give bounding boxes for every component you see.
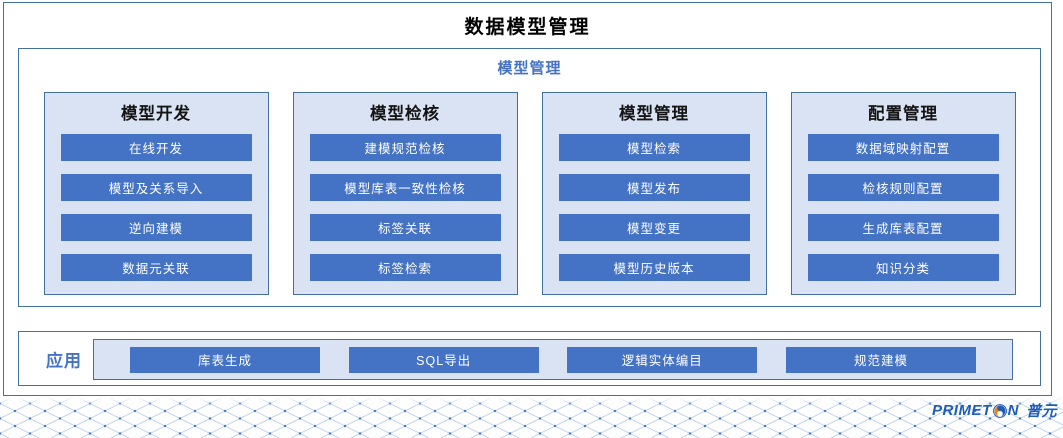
primeton-logo-icon <box>992 403 1007 418</box>
logo-text-prefix: PRIMET <box>931 402 992 419</box>
module-item: 数据域映射配置 <box>807 134 999 161</box>
module-item: 模型及关系导入 <box>60 174 252 201</box>
footer: PRIMET N 普元 <box>0 396 1063 438</box>
logo-text-suffix: N <box>1007 402 1019 419</box>
application-section: 应用 库表生成 SQL导出 逻辑实体编目 规范建模 <box>18 331 1041 386</box>
application-item: 规范建模 <box>785 346 976 373</box>
module-item: 模型库表一致性检核 <box>309 174 501 201</box>
model-management-label: 模型管理 <box>497 60 562 77</box>
application-label: 应用 <box>46 351 82 370</box>
application-item: SQL导出 <box>348 346 539 373</box>
application-item: 库表生成 <box>130 346 320 373</box>
module-item: 模型变更 <box>558 214 750 241</box>
model-management-section: 模型管理 模型开发 在线开发 模型及关系导入 逆向建模 数据元关联 模型检核 建… <box>18 48 1041 307</box>
module-item: 在线开发 <box>60 134 252 161</box>
data-model-management-frame: 数据模型管理 模型管理 模型开发 在线开发 模型及关系导入 逆向建模 数据元关联… <box>3 2 1052 396</box>
application-tray: 库表生成 SQL导出 逻辑实体编目 规范建模 <box>93 339 1013 380</box>
panel-model-management: 模型管理 模型检索 模型发布 模型变更 模型历史版本 <box>541 92 767 295</box>
module-item: 检核规则配置 <box>807 174 999 201</box>
module-item: 模型发布 <box>558 174 750 201</box>
panel-model-check: 模型检核 建模规范检核 模型库表一致性检核 标签关联 标签检索 <box>292 92 518 295</box>
module-item: 标签检索 <box>309 254 501 281</box>
primeton-logo: PRIMET N 普元 <box>932 400 1057 421</box>
application-item: 逻辑实体编目 <box>567 346 758 373</box>
module-item: 生成库表配置 <box>807 214 999 241</box>
module-item: 标签关联 <box>309 214 501 241</box>
module-item: 模型检索 <box>558 134 750 161</box>
panel-model-development: 模型开发 在线开发 模型及关系导入 逆向建模 数据元关联 <box>43 92 269 295</box>
network-mesh-graphic <box>0 396 1063 438</box>
module-item: 数据元关联 <box>60 254 252 281</box>
panel-header: 配置管理 <box>868 105 938 123</box>
panel-header: 模型检核 <box>370 105 440 123</box>
module-item: 逆向建模 <box>60 214 252 241</box>
module-item: 模型历史版本 <box>558 254 750 281</box>
logo-text-cn: 普元 <box>1025 403 1057 420</box>
panel-header: 模型管理 <box>619 105 689 123</box>
module-item: 知识分类 <box>807 254 999 281</box>
panel-config-management: 配置管理 数据域映射配置 检核规则配置 生成库表配置 知识分类 <box>790 92 1016 295</box>
panel-header: 模型开发 <box>121 105 191 123</box>
module-columns: 模型开发 在线开发 模型及关系导入 逆向建模 数据元关联 模型检核 建模规范检核… <box>19 92 1040 295</box>
diagram-title: 数据模型管理 <box>464 17 591 38</box>
module-item: 建模规范检核 <box>309 134 501 161</box>
